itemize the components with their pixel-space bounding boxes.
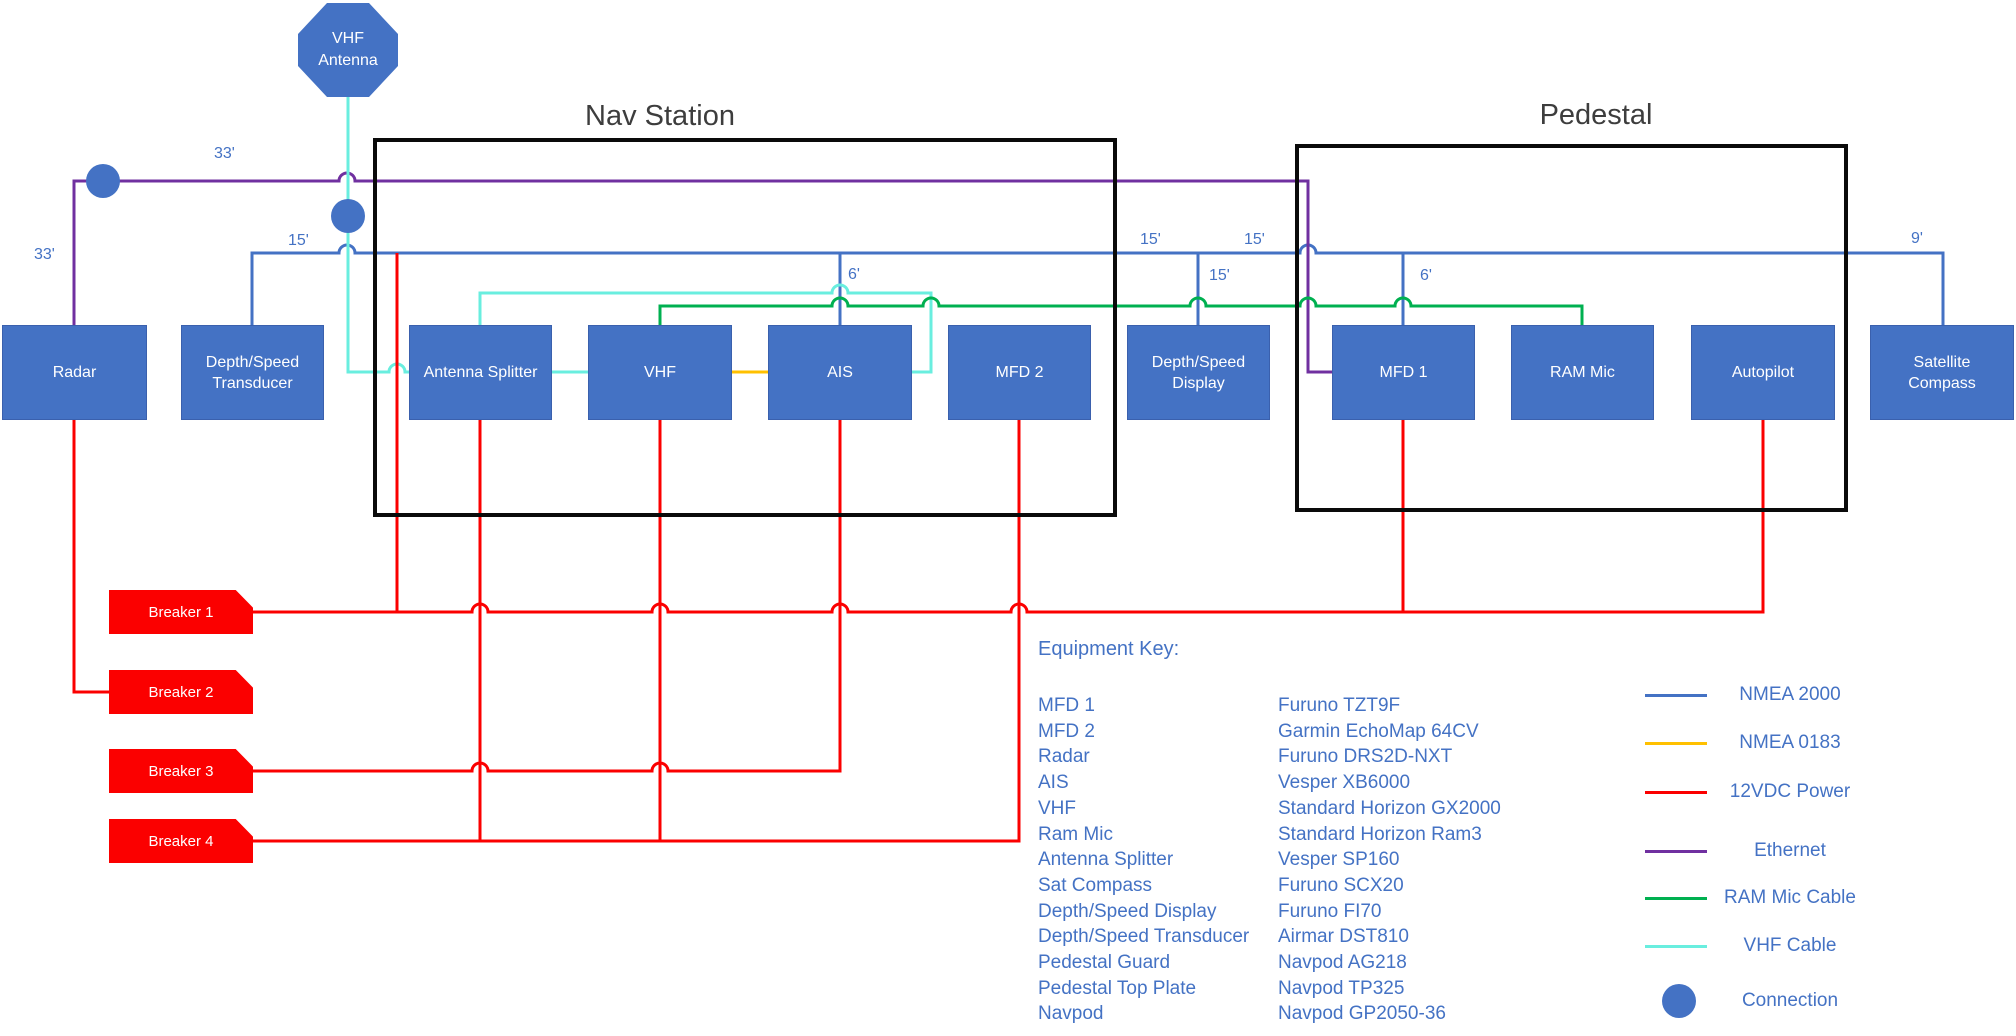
legend-row-nmea0183: NMEA 0183 (1645, 732, 1865, 754)
connection-dot-ethernet (86, 164, 120, 198)
legend-row-power: 12VDC Power (1645, 781, 1865, 803)
equipment-box-antenna-splitter: Antenna Splitter (409, 325, 552, 420)
legend-connection-label: Connection (1741, 990, 1839, 1011)
power-breaker2-radar-line (72, 420, 109, 694)
equipment-box-autopilot: Autopilot (1691, 325, 1835, 420)
wire-label-mfd1-drop: 6' (1420, 267, 1432, 284)
nav-station-title: Nav Station (585, 100, 735, 132)
equipment-box-ram-mic: RAM Mic (1511, 325, 1654, 420)
legend-row-ram-mic: RAM Mic Cable (1645, 887, 1865, 909)
wire-label-depth-display-drop: 15' (1209, 267, 1230, 284)
nav-station-group-box (373, 138, 1117, 517)
equipment-box-mfd2: MFD 2 (948, 325, 1091, 420)
legend-line-nmea0183 (1645, 741, 1707, 745)
legend-line-nmea2000 (1645, 693, 1707, 697)
equipment-box-mfd1: MFD 1 (1332, 325, 1475, 420)
equipment-key-title: Equipment Key: (1038, 638, 1180, 660)
wire-label-sat-compass: 9' (1911, 230, 1923, 247)
legend-row-ethernet: Ethernet (1645, 840, 1865, 862)
vhf-antenna-label-line2: Antenna (318, 52, 378, 69)
wire-label-ethernet-vertical: 33' (34, 246, 55, 263)
vhf-cable-splitter-ais-line (478, 283, 933, 374)
breaker-1-shape: Breaker 1 (109, 590, 253, 634)
power-breaker1-line (253, 420, 1765, 614)
equipment-box-satellite-compass: Satellite Compass (1870, 325, 2014, 420)
vhf-antenna-label-line1: VHF (332, 30, 364, 47)
legend-row-nmea2000: NMEA 2000 (1645, 684, 1865, 706)
equipment-box-radar: Radar (2, 325, 147, 420)
pedestal-title: Pedestal (1539, 99, 1653, 131)
connection-dot-vhf-cable (331, 199, 365, 233)
legend-row-vhf-cable: VHF Cable (1645, 935, 1865, 957)
cable-legend: NMEA 2000 NMEA 0183 12VDC Power Ethernet… (1645, 0, 1905, 1036)
breaker-3-shape: Breaker 3 (109, 749, 253, 793)
breaker-2-shape: Breaker 2 (109, 670, 253, 714)
pedestal-group-box (1295, 144, 1848, 512)
legend-line-ethernet (1645, 849, 1707, 853)
wire-label-n2k-mid: 15' (1140, 231, 1161, 248)
wire-label-ais-drop: 6' (848, 266, 860, 283)
equipment-box-vhf: VHF (588, 325, 732, 420)
legend-line-power (1645, 790, 1707, 794)
wire-label-n2k-left: 15' (288, 232, 309, 249)
breaker-4-shape: Breaker 4 (109, 819, 253, 863)
vhf-antenna-shape: VHF Antenna (298, 3, 398, 97)
equipment-box-ais: AIS (768, 325, 912, 420)
legend-line-ram-mic (1645, 896, 1707, 900)
legend-line-vhf-cable (1645, 944, 1707, 948)
ram-mic-cable-line (658, 296, 1584, 325)
equipment-box-depth-speed-display: Depth/Speed Display (1127, 325, 1270, 420)
wire-label-ethernet-horizontal: 33' (214, 145, 235, 162)
power-breaker4-mfd2-line (253, 420, 1021, 843)
wire-label-n2k-right: 15' (1244, 231, 1265, 248)
equipment-box-depth-speed-transducer: Depth/Speed Transducer (181, 325, 324, 420)
nmea2000-backbone-line (250, 243, 1945, 325)
power-breaker3-ais-line (253, 420, 842, 773)
legend-connection-dot (1662, 984, 1696, 1018)
